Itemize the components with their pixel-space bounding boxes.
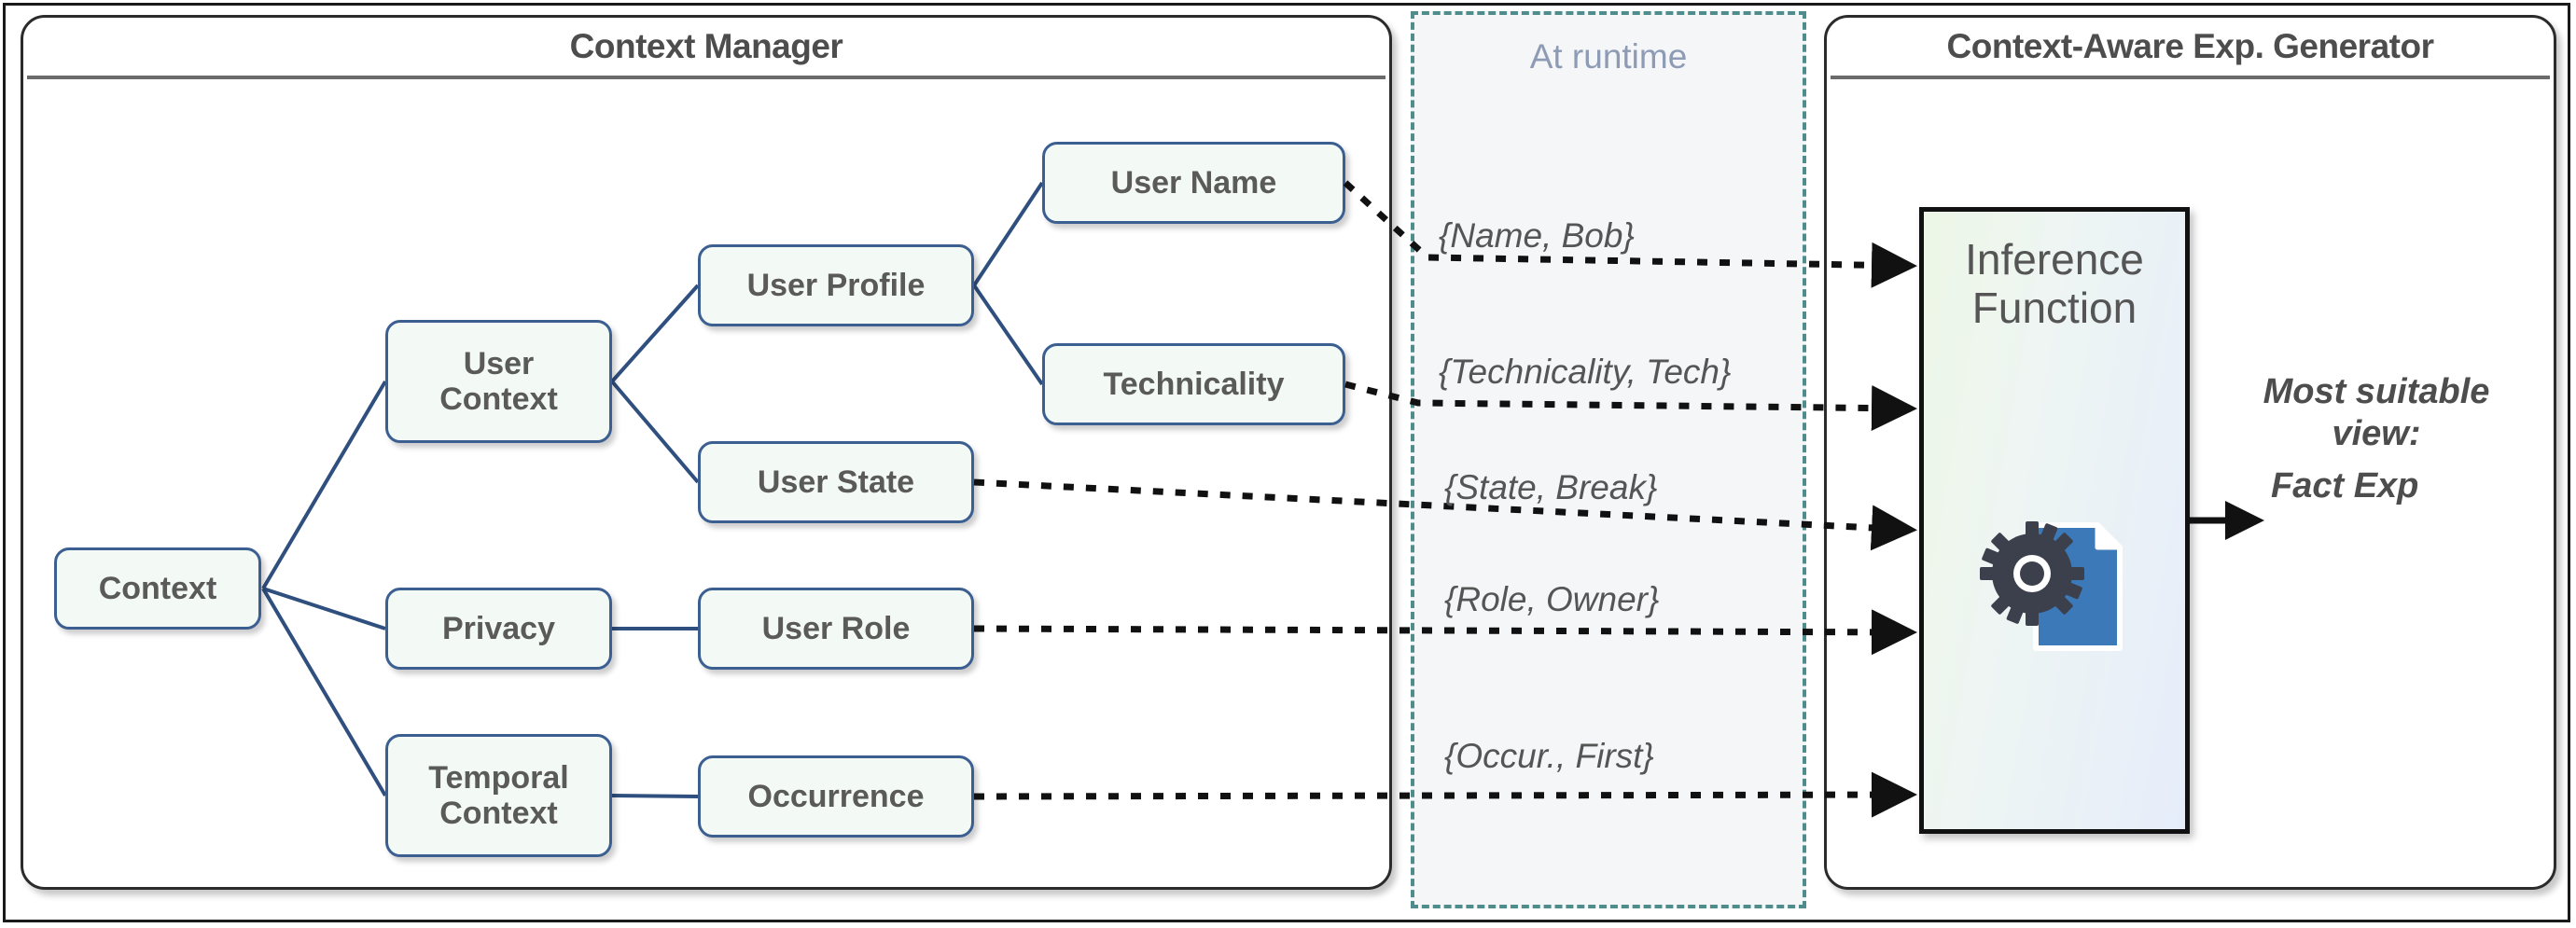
node-user-role[interactable]: User Role <box>698 588 974 670</box>
node-temporal-context[interactable]: Temporal Context <box>385 734 612 857</box>
outer-frame <box>3 3 2570 922</box>
inference-function-label: Inference Function <box>1965 235 2144 332</box>
panel-context-manager-rule <box>27 76 1385 79</box>
runtime-label-technicality: {Technicality, Tech} <box>1439 353 1732 391</box>
runtime-label-role: {Role, Owner} <box>1444 580 1660 618</box>
runtime-label-occurrence: {Occur., First} <box>1444 737 1654 775</box>
gear-shape <box>1980 521 2084 626</box>
node-user-state[interactable]: User State <box>698 441 974 523</box>
runtime-label-state: {State, Break} <box>1444 468 1658 506</box>
panel-generator-title: Context-Aware Exp. Generator <box>1946 27 2434 65</box>
document-gear-icon <box>1980 521 2123 651</box>
node-privacy[interactable]: Privacy <box>385 588 612 670</box>
node-user-profile[interactable]: User Profile <box>698 244 974 326</box>
panel-generator-rule <box>1831 76 2550 79</box>
node-context[interactable]: Context <box>54 547 261 630</box>
panel-at-runtime-title: At runtime <box>1529 37 1688 76</box>
panel-context-manager-title: Context Manager <box>569 27 843 65</box>
node-occurrence[interactable]: Occurrence <box>698 755 974 838</box>
node-user-name[interactable]: User Name <box>1042 142 1345 224</box>
most-suitable-view-caption: Most suitable view: <box>2263 372 2490 453</box>
document-fold <box>2095 522 2123 550</box>
node-user-context[interactable]: User Context <box>385 320 612 443</box>
fact-exp-value: Fact Exp <box>2271 466 2419 506</box>
runtime-label-name: {Name, Bob} <box>1439 216 1635 255</box>
node-technicality[interactable]: Technicality <box>1042 343 1345 425</box>
inference-function-box[interactable]: Inference Function <box>1919 207 2190 834</box>
panel-at-runtime: At runtime <box>1411 11 1806 908</box>
